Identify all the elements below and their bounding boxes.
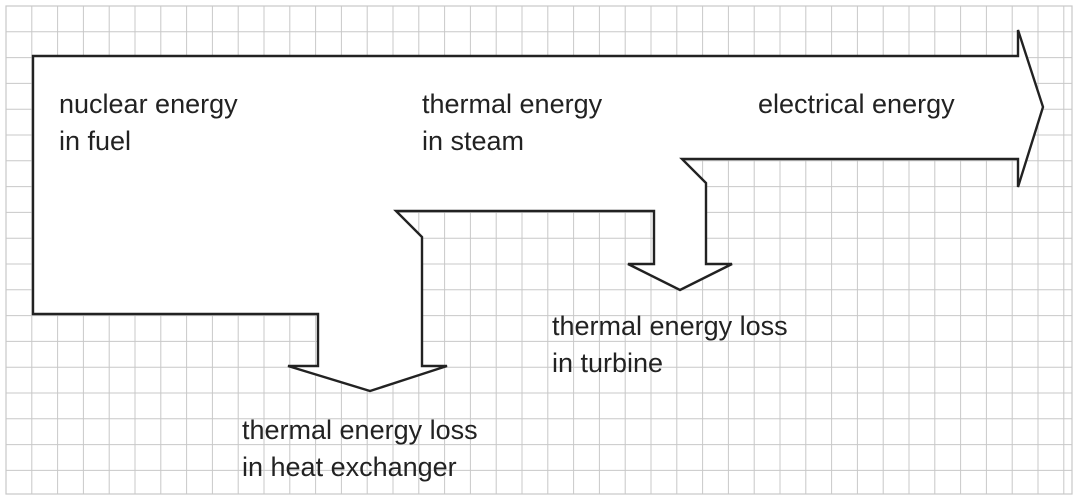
label-electrical-energy: electrical energy	[758, 86, 955, 123]
main-energy-arrow	[31, 29, 1045, 393]
label-nuclear-line-1: nuclear energy	[59, 89, 238, 119]
label-thermal-energy-in-steam: thermal energy in steam	[422, 86, 602, 160]
label-nuclear-energy-in-fuel: nuclear energy in fuel	[59, 86, 238, 160]
label-hx-line-1: thermal energy loss	[242, 415, 478, 445]
label-nuclear-line-2: in fuel	[59, 126, 132, 156]
label-thermal-energy-loss-in-turbine: thermal energy loss in turbine	[552, 308, 788, 382]
label-thermal-energy-loss-in-heat-exchanger: thermal energy loss in heat exchanger	[242, 412, 478, 486]
label-electrical-line-1: electrical energy	[758, 89, 955, 119]
label-turbine-line-2: in turbine	[552, 348, 664, 378]
label-hx-line-2: in heat exchanger	[242, 452, 457, 482]
label-steam-line-1: thermal energy	[422, 89, 603, 119]
label-turbine-line-1: thermal energy loss	[552, 311, 788, 341]
label-steam-line-2: in steam	[422, 126, 525, 156]
